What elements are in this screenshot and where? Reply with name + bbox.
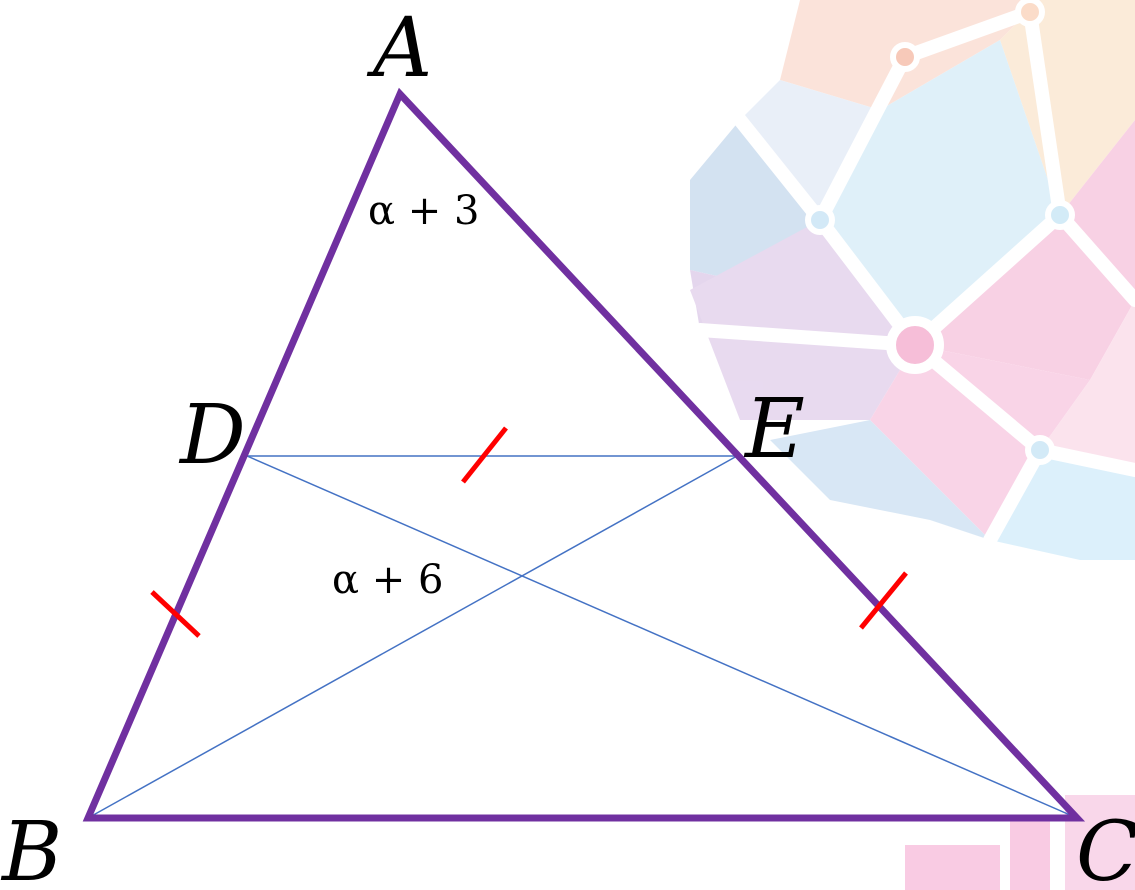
vertex-label-A: A [366, 1, 432, 96]
vertex-label-E: E [743, 382, 805, 477]
segment-BE [87, 455, 738, 819]
angle-label-A: α + 3 [368, 188, 479, 234]
vertex-label-D: D [178, 388, 246, 483]
angle-label-intersection: α + 6 [332, 557, 443, 603]
vertex-label-B: B [0, 805, 62, 890]
segment-DC [246, 455, 1078, 819]
tick-mark-DE [461, 426, 508, 484]
triangle-ABC [82, 87, 1086, 822]
tick-mark-BD [150, 590, 201, 638]
vertex-label-C: C [1076, 805, 1135, 890]
logo-watermark-icon [690, 0, 1135, 890]
tick-mark-EC [859, 571, 908, 630]
